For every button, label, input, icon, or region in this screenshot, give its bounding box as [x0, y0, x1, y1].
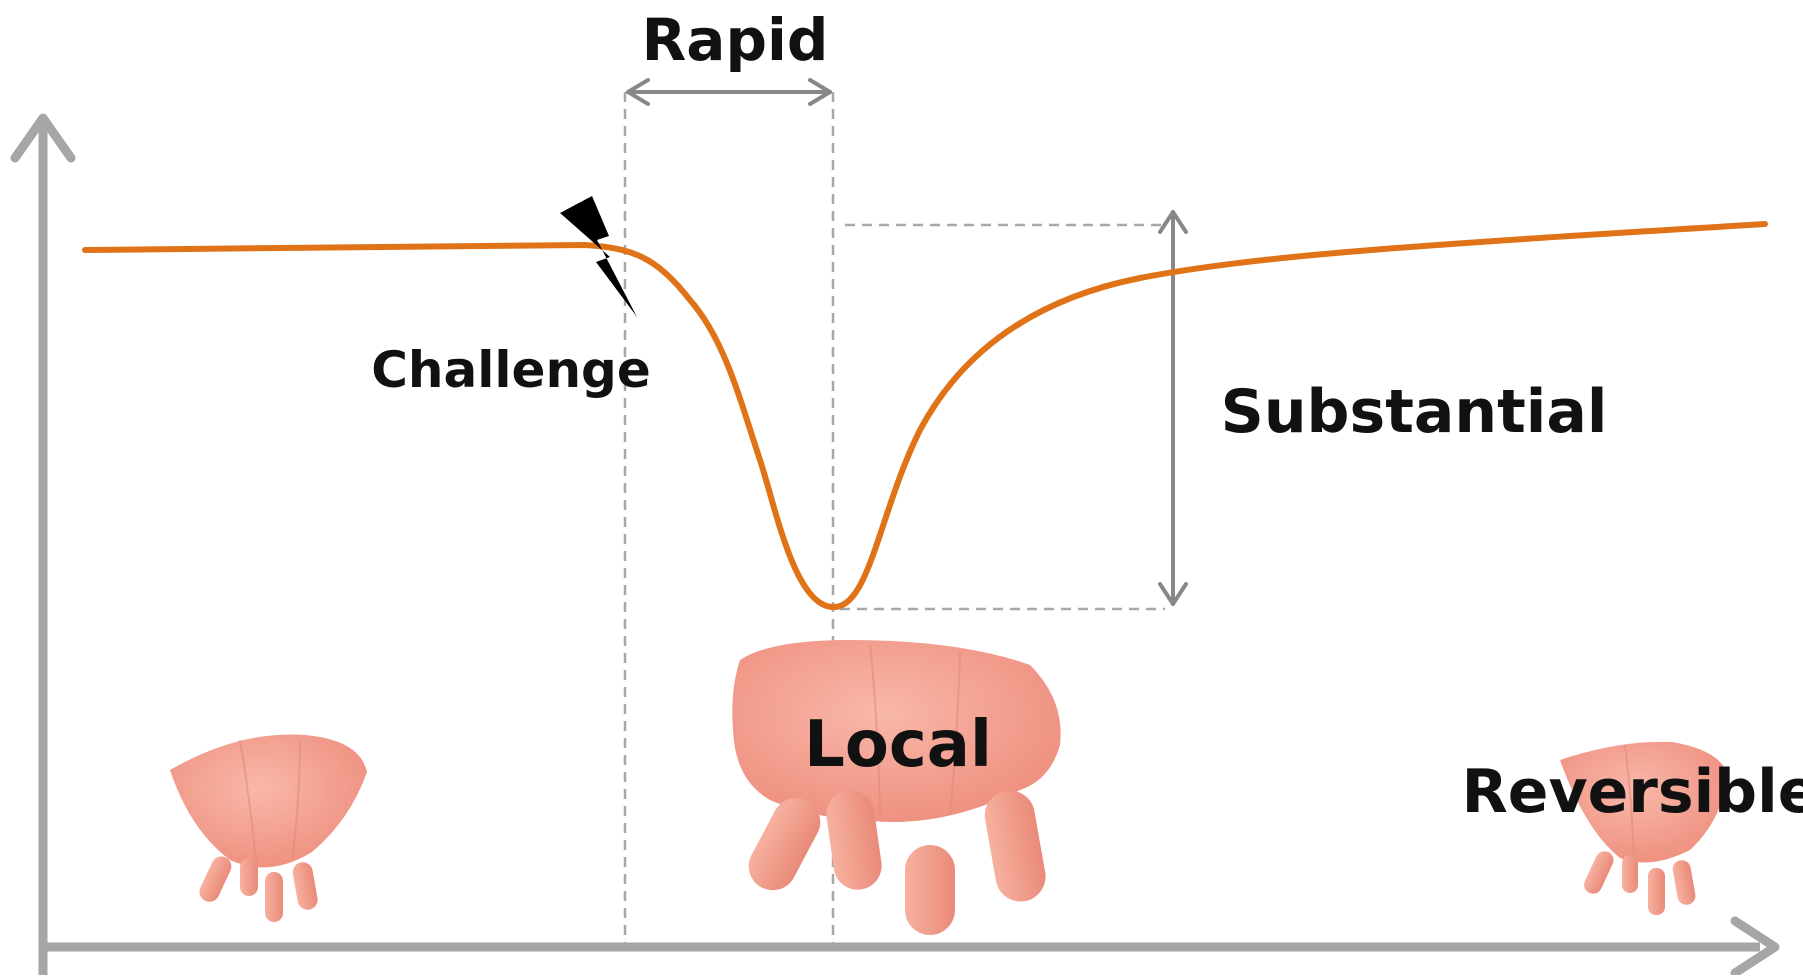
x-axis-arrowhead [1730, 916, 1780, 978]
lightning-bolt-icon [560, 196, 637, 317]
axes [10, 113, 1780, 978]
label-local: Local [804, 708, 992, 782]
udder-large-center [732, 640, 1061, 935]
label-substantial: Substantial [1221, 377, 1608, 447]
udder-small-right [1560, 741, 1728, 915]
guides [623, 92, 1165, 945]
response-curve [82, 221, 1768, 611]
rapid-arrow [626, 78, 832, 106]
label-reversible: Reversible [1462, 757, 1803, 827]
substantial-arrow [1158, 210, 1188, 606]
y-axis-arrowhead [10, 113, 76, 163]
label-rapid: Rapid [642, 6, 829, 74]
udder-small-left [170, 734, 367, 922]
label-challenge: Challenge [371, 341, 651, 399]
